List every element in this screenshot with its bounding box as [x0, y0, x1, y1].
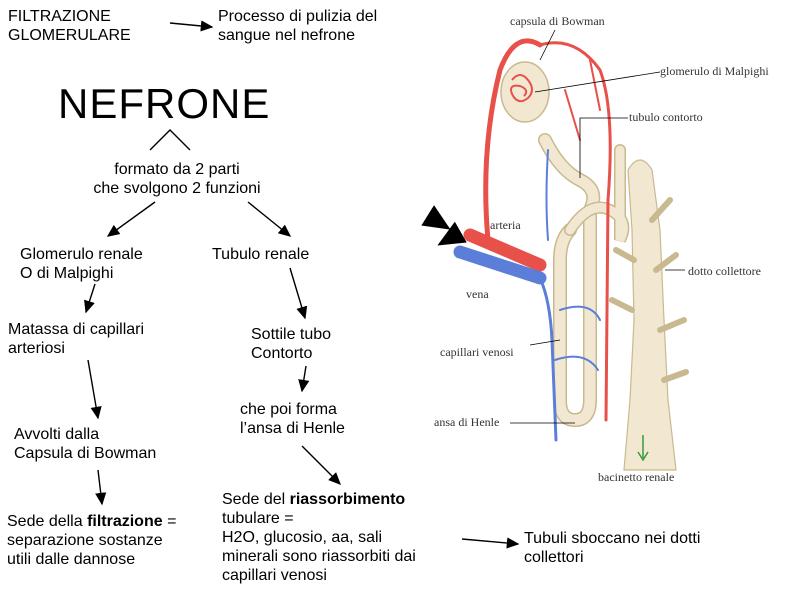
venous-flow-arrow	[437, 221, 467, 246]
collecting-duct	[609, 159, 689, 471]
leader-glomerulo	[534, 71, 661, 93]
artery-network	[463, 38, 612, 422]
henle-description: che poi forma l’ansa di Henle	[240, 401, 345, 437]
vein-network	[453, 149, 601, 442]
bowman-capsule	[500, 61, 550, 123]
label-vena: vena	[466, 287, 489, 301]
arrow-capillari-bowman	[87, 359, 102, 420]
filtration-keyword: filtrazione	[87, 513, 163, 530]
filtration-suffix: = separazione sostanze utili dalle danno…	[7, 513, 177, 568]
glomerulus-coil	[510, 74, 533, 103]
leader-capsula	[539, 29, 556, 61]
topic-title: FILTRAZIONE GLOMERULARE	[8, 8, 131, 44]
label-glomerulo-malpighi: glomerulo di Malpighi	[660, 64, 769, 78]
glomerulo-description: Matassa di capillari arteriosi	[8, 321, 145, 357]
arrow-topic-definition	[169, 20, 214, 32]
title-bracket	[149, 129, 191, 151]
label-capsula-bowman: capsula di Bowman	[510, 14, 605, 28]
label-capillari-venosi: capillari venosi	[440, 345, 514, 359]
drainage-arrow	[637, 435, 649, 462]
left-part-label: Glomerulo renale O di Malpighi	[20, 246, 143, 282]
henle-loop	[538, 133, 630, 428]
label-arteria: arteria	[490, 218, 521, 232]
arrow-sottile-henle	[298, 365, 310, 393]
main-title: NEFRONE	[58, 80, 271, 127]
tubulo-description: Sottile tubo Contorto	[251, 326, 332, 362]
right-part-label: Tubulo renale	[212, 246, 310, 263]
leader-tubulo	[579, 117, 628, 178]
label-bacinetto-renale: bacinetto renale	[598, 470, 675, 484]
filtration-prefix: Sede della	[7, 513, 88, 530]
arrow-tubulo-sottile	[289, 267, 308, 320]
arrow-bowman-filtrazione	[95, 469, 107, 506]
label-tubulo-contorto: tubulo contorto	[629, 110, 703, 124]
reabsorption-suffix: tubulare = H2O, glucosio, aa, sali miner…	[222, 510, 416, 584]
topic-definition: Processo di pulizia del sangue nel nefro…	[218, 8, 378, 44]
arrow-to-glomerulo	[106, 201, 156, 237]
label-dotto-collettore: dotto collettore	[688, 264, 761, 278]
arrow-henle-riassorbimento	[301, 445, 341, 485]
leader-capillari	[529, 339, 561, 346]
reabsorption-prefix: Sede del	[222, 491, 290, 508]
arrow-to-tubulo	[247, 201, 292, 237]
collecting-duct-note: Tubuli sboccano nei dotti collettori	[524, 530, 701, 566]
reabsorption-keyword: riassorbimento	[289, 491, 406, 508]
label-ansa-henle: ansa di Henle	[434, 415, 500, 429]
bowman-description: Avvolti dalla Capsula di Bowman	[14, 426, 157, 462]
arrow-glomerulo-capillari	[84, 283, 96, 314]
arrow-to-collecting-duct	[461, 537, 520, 549]
subtitle: formato da 2 parti che svolgono 2 funzio…	[93, 161, 261, 197]
filtration-function: Sede della filtrazione = separazione sos…	[7, 512, 176, 569]
reabsorption-function: Sede del riassorbimento tubulare = H2O, …	[222, 490, 416, 585]
